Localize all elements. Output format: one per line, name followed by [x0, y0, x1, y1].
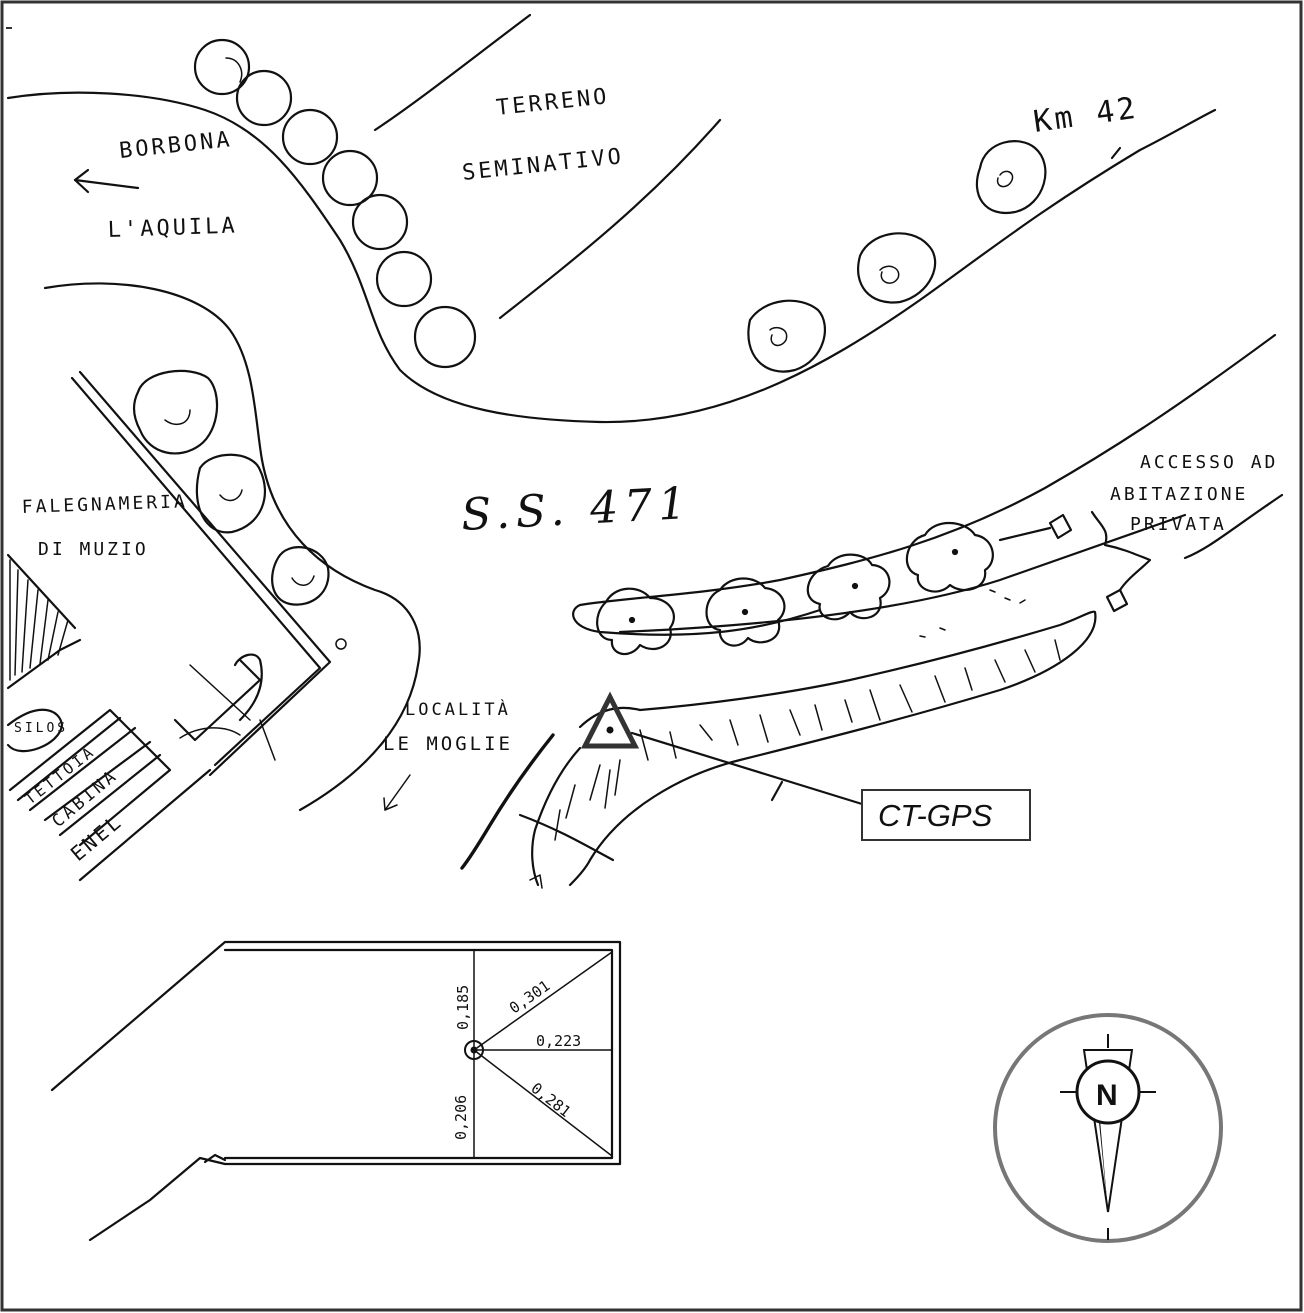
meas-diag-bottom: 0,281: [528, 1079, 575, 1121]
compass-ring: [993, 1013, 1223, 1243]
label-aquila: L'AQUILA: [107, 213, 238, 243]
shrub-row: [596, 521, 994, 656]
label-km: Km 42: [1031, 91, 1140, 140]
upper-road: [6, 91, 1284, 812]
meas-bottom: 0,206: [452, 1095, 470, 1140]
label-localita: LOCALITÀ: [405, 698, 511, 720]
falegnameria-building: [6, 370, 332, 882]
label-terreno: TERRENO: [495, 84, 611, 121]
label-di-muzio: DI MUZIO: [38, 539, 149, 560]
km-marker: [1110, 146, 1122, 160]
detail-plan: 0,185 0,301 0,223 0,281 0,206: [50, 940, 622, 1242]
label-borbona: BORBONA: [118, 127, 234, 164]
access-lane: [919, 510, 1152, 638]
label-seminativo: SEMINATIVO: [461, 144, 625, 186]
field-lines: [373, 13, 722, 320]
direction-arrows: [73, 168, 411, 811]
label-accesso: ACCESSO AD: [1140, 452, 1278, 473]
compass-north-letter: N: [1096, 1079, 1118, 1112]
label-falegnameria: FALEGNAMERIA: [21, 491, 188, 518]
label-ct-gps: CT-GPS: [878, 798, 993, 833]
label-abitazione: ABITAZIONE: [1110, 484, 1248, 505]
label-le-moglie: LE MOGLIE: [383, 733, 513, 755]
tree-row-right: [747, 140, 1047, 373]
label-road-ss471: S.S. 471: [460, 478, 693, 541]
meas-top: 0,185: [454, 985, 472, 1030]
label-silos: SILOS: [14, 721, 68, 736]
tree-row-left: [193, 38, 477, 369]
label-privata: PRIVATA: [1130, 514, 1227, 535]
lower-road: [460, 610, 1097, 889]
meas-right: 0,223: [536, 1032, 581, 1050]
ct-gps-marker: CT-GPS: [580, 691, 1031, 841]
north-compass: N: [993, 1013, 1223, 1243]
